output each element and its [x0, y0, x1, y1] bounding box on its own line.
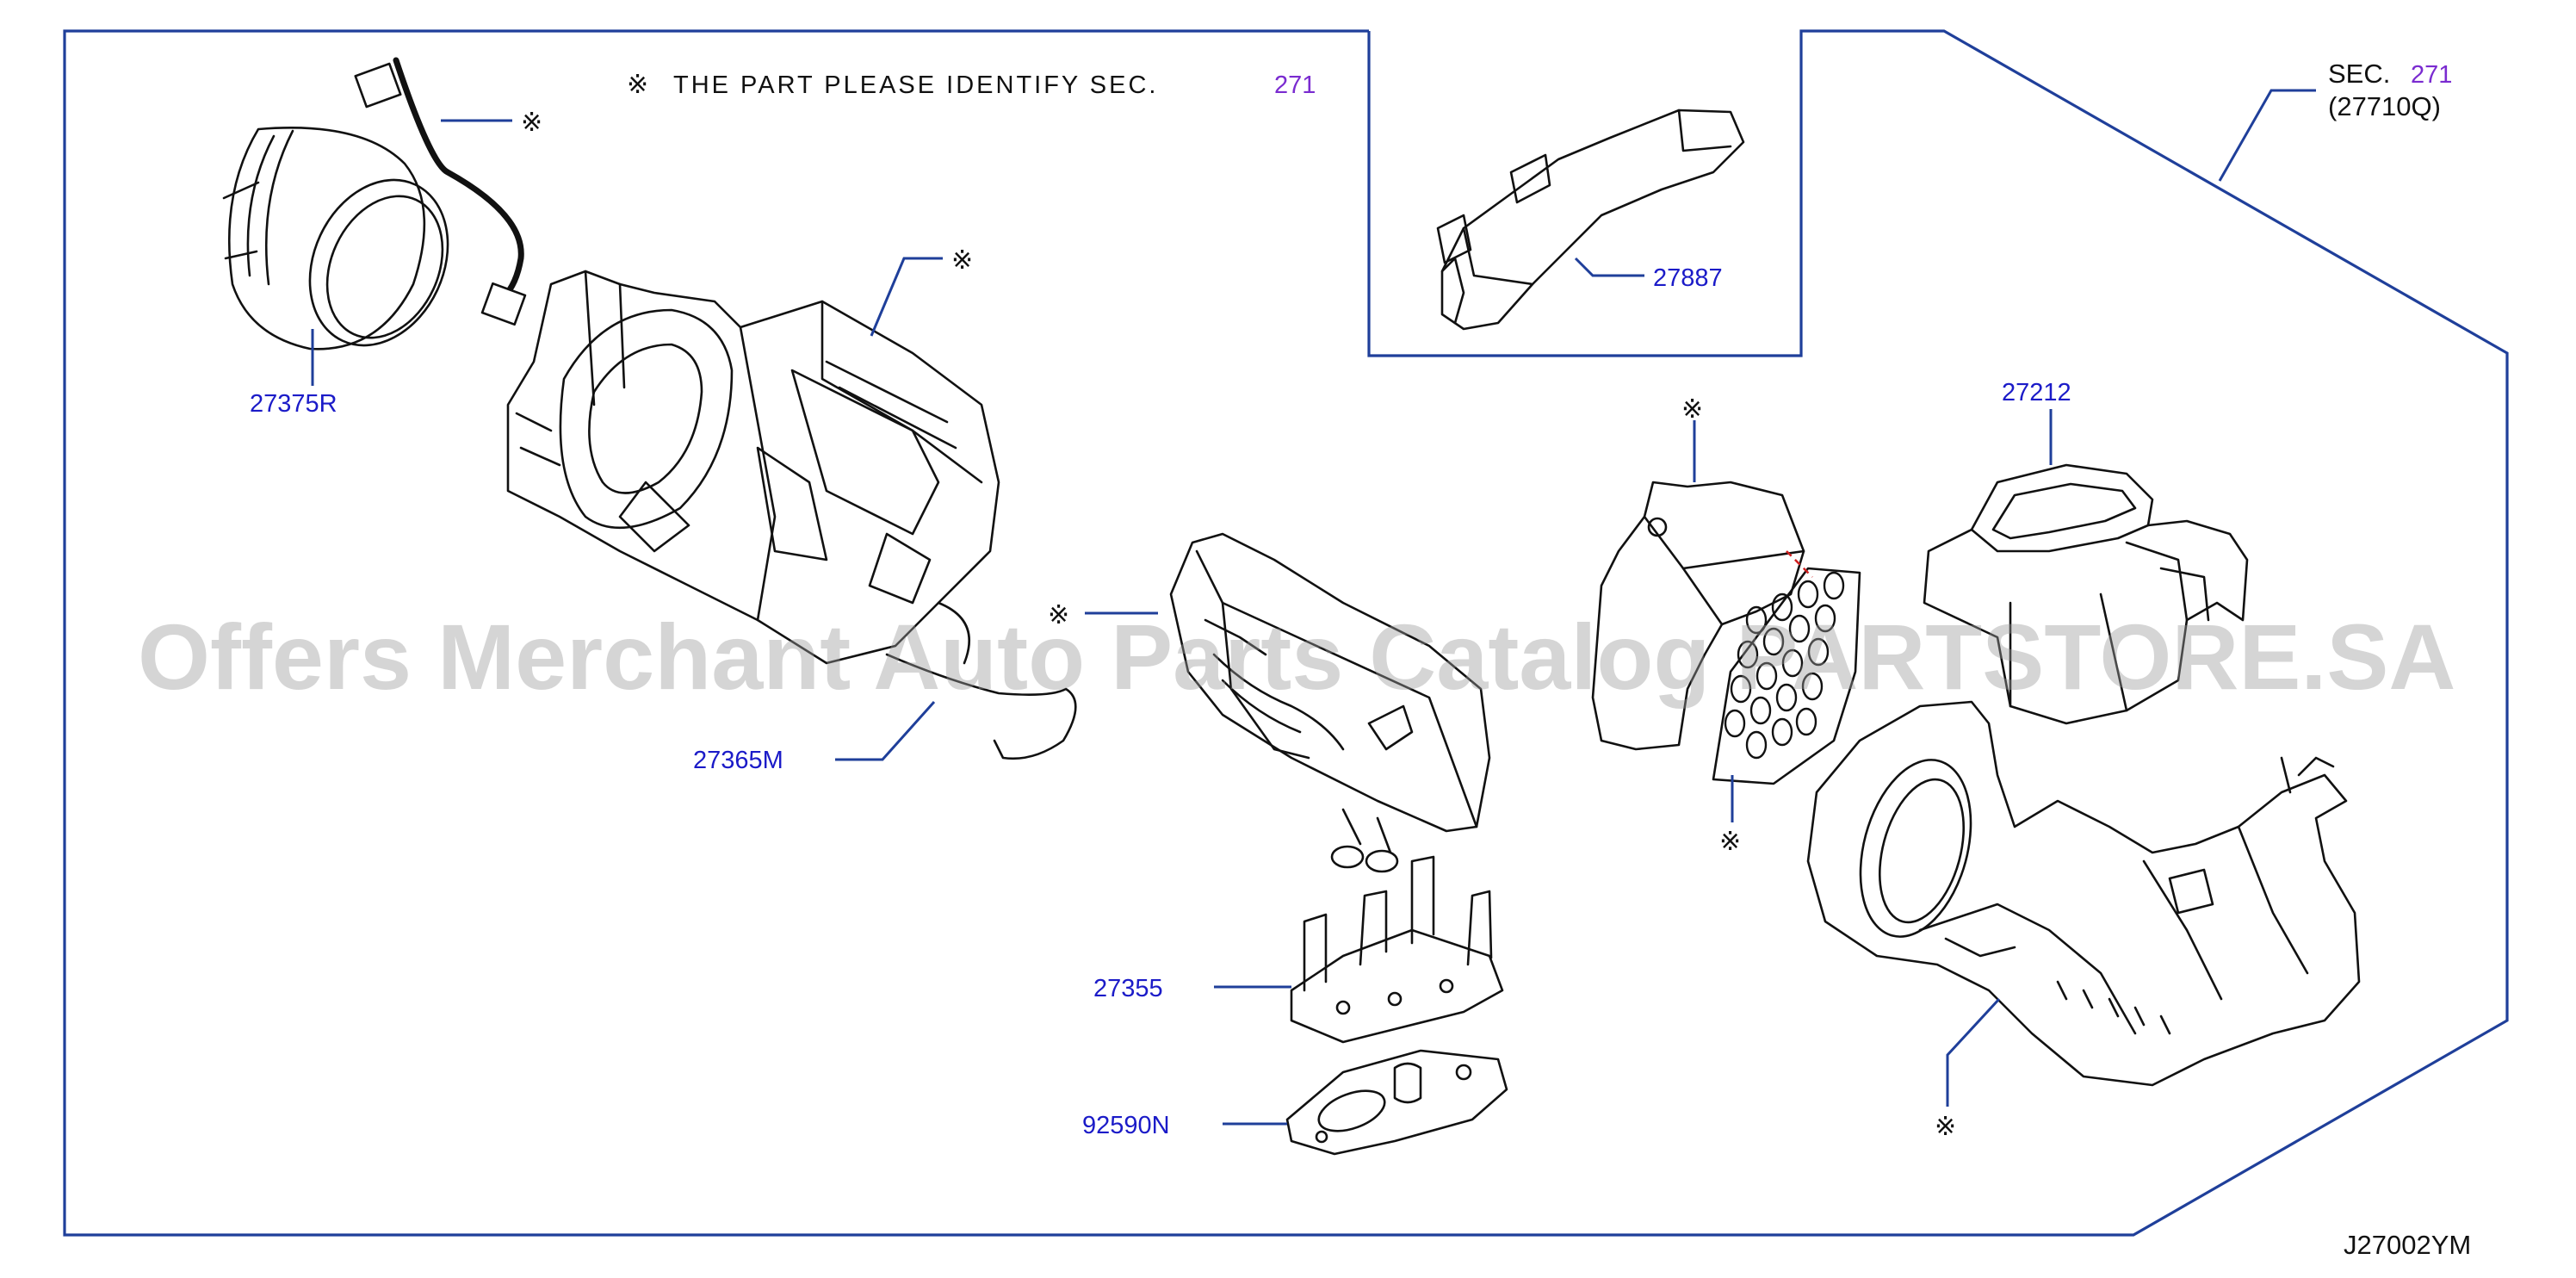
part-27365M-leader [835, 700, 936, 761]
wire-27365M-drawing [885, 653, 1077, 760]
part-27212-label: 27212 [2002, 379, 2071, 406]
note-section-link[interactable]: 271 [1274, 71, 1316, 99]
part-27355-label: 27355 [1093, 975, 1163, 1002]
sec-ref-assembly: (27710Q) [2328, 91, 2441, 121]
resistor-grid-drawing [1591, 481, 1861, 785]
lower-case-reference-mark: ※ [1935, 1112, 1956, 1142]
part-92590N-label: 92590N [1082, 1112, 1170, 1139]
sec-ref-leader [2218, 89, 2316, 182]
lower-case-drawing [1806, 700, 2361, 1087]
harness-reference-mark: ※ [521, 108, 542, 138]
note-text: THE PART PLEASE IDENTIFY SEC. [673, 71, 1159, 99]
sec-ref-section-link[interactable]: 271 [2411, 61, 2452, 89]
motor-harness-drawing [354, 57, 527, 326]
assembly-frame [63, 29, 2509, 1237]
part-27887-leader [1574, 257, 1644, 277]
bracket-27355-drawing [1290, 855, 1504, 1044]
part-27365M-label: 27365M [693, 747, 783, 774]
blower-motor-drawing [222, 127, 449, 351]
intake-27212-drawing [1923, 463, 2249, 725]
diagram-code: J27002YM [2344, 1230, 2471, 1260]
evaporator-reference-mark: ※ [1048, 600, 1069, 630]
housing-reference-mark: ※ [951, 245, 973, 276]
housing-leader [870, 257, 943, 337]
watermark: Offers Merchant Auto Parts Catalog PARTS… [138, 605, 2455, 709]
duct-27887-drawing [1436, 109, 1745, 331]
resistor-top-reference-mark: ※ [1681, 394, 1703, 425]
part-27887-label: 27887 [1653, 264, 1723, 292]
part-27375R-label: 27375R [250, 390, 337, 418]
sec-ref-prefix: SEC. [2328, 59, 2390, 89]
lower-case-leader [1946, 997, 2001, 1107]
evaporator-drawing [1169, 532, 1491, 873]
blower-housing-drawing [506, 270, 1000, 665]
grid-bottom-reference-mark: ※ [1719, 827, 1741, 857]
plate-92590N-drawing [1285, 1049, 1508, 1156]
note-reference-mark: ※ [627, 70, 648, 100]
